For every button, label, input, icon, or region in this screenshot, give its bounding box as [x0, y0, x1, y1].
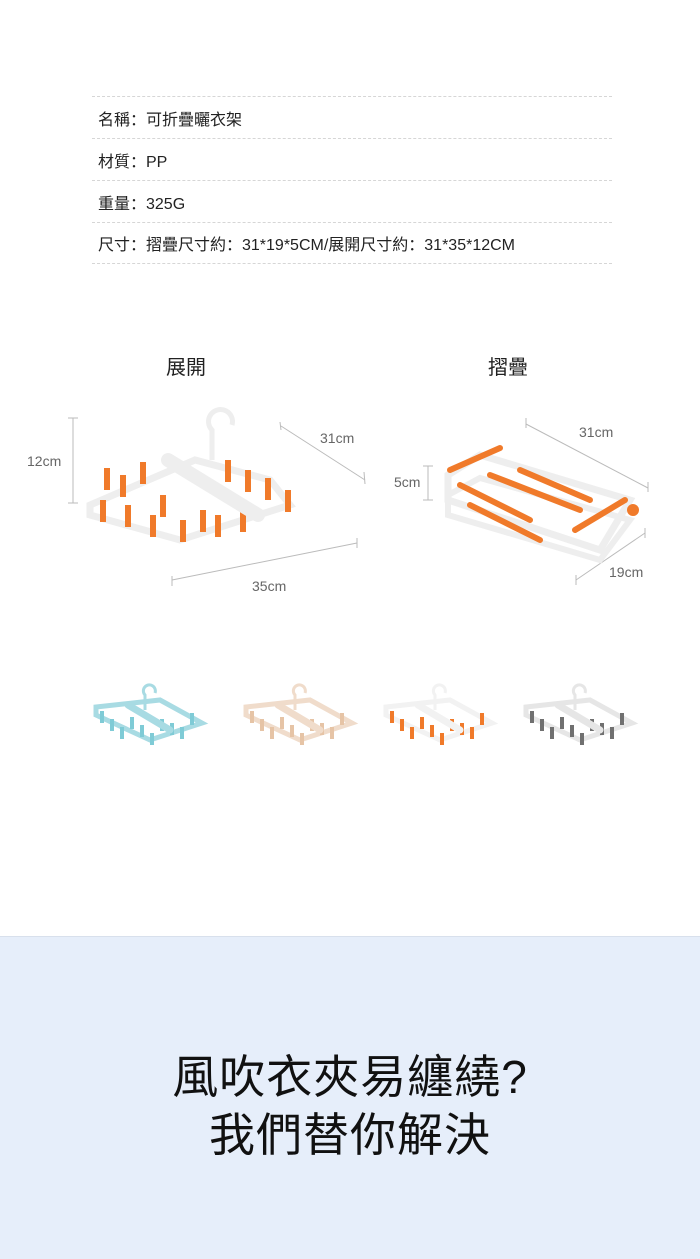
- banner-line-1: 風吹衣夾易纏繞?: [172, 1051, 528, 1103]
- color-variant-gray: [523, 683, 639, 745]
- banner-line-2: 我們替你解決: [209, 1109, 491, 1161]
- spec-material: 材質：PP: [92, 138, 612, 180]
- expanded-rack-image: [68, 407, 366, 586]
- spec-size: 尺寸：摺疊尺寸約：31*19*5CM/展開尺寸約：31*35*12CM: [92, 222, 612, 264]
- spec-weight: 重量：325G: [92, 180, 612, 222]
- folded-rack-image: [423, 418, 649, 585]
- folded-title: 摺疊: [488, 357, 528, 379]
- color-variant-blue: [93, 683, 209, 745]
- folded-height-label: 5cm: [394, 474, 421, 490]
- color-variant-orange: [383, 683, 499, 745]
- expanded-title: 展開: [166, 357, 206, 379]
- color-variant-beige: [243, 683, 359, 745]
- expanded-depth-label: 31cm: [320, 430, 355, 446]
- expanded-height-label: 12cm: [27, 453, 62, 469]
- promo-banner: 風吹衣夾易纏繞? 我們替你解決: [0, 936, 700, 1259]
- folded-width-label: 19cm: [609, 564, 644, 580]
- spec-name: 名稱：可折疊曬衣架: [92, 96, 612, 138]
- spec-table: 名稱：可折疊曬衣架 材質：PP 重量：325G 尺寸：摺疊尺寸約：31*19*5…: [92, 96, 612, 264]
- folded-depth-label: 31cm: [579, 424, 614, 440]
- expanded-width-label: 35cm: [252, 578, 287, 594]
